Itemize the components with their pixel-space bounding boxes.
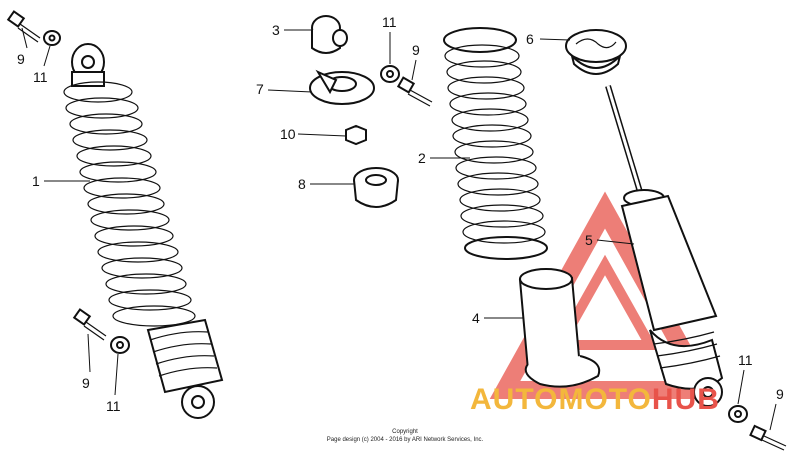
shock-absorber-assembly (63, 43, 224, 419)
callout-6: 6 (526, 31, 534, 47)
callout-9-lower-left: 9 (82, 375, 90, 391)
washer-11-lower-left (110, 336, 130, 354)
watermark-word-automoto: AUTOMOTO (470, 383, 652, 416)
washer-11-top-left (43, 30, 61, 46)
bolt-9-lower-left (72, 308, 107, 341)
callout-9-right: 9 (776, 386, 784, 402)
spring-seat-7 (309, 69, 375, 105)
upper-joint-3 (311, 15, 348, 54)
callout-2: 2 (418, 150, 426, 166)
top-seat-6 (565, 29, 627, 75)
rubber-bushing-8 (353, 167, 399, 208)
bolt-9-top-left (6, 10, 41, 43)
leader-lines (21, 27, 777, 431)
callout-4: 4 (472, 310, 480, 326)
callout-5: 5 (585, 232, 593, 248)
damper-5 (605, 85, 724, 407)
cover-4 (518, 268, 601, 388)
bolt-9-right (749, 424, 787, 451)
callout-11-lower-left: 11 (106, 398, 121, 414)
nut-10 (345, 124, 367, 146)
callout-1: 1 (32, 173, 40, 189)
callout-3: 3 (272, 22, 280, 38)
callout-11-middle: 11 (382, 14, 397, 30)
copyright-text: Page design (c) 2004 - 2016 by ARI Netwo… (326, 437, 484, 443)
bolt-9-middle (396, 76, 433, 107)
washer-11-right (728, 405, 748, 423)
callout-labels: 9 11 1 9 11 3 7 10 8 11 9 2 4 6 5 11 9 (17, 14, 784, 414)
spring-2 (443, 27, 548, 260)
watermark-brand: AUTOMOTOHUB (470, 383, 720, 417)
callout-8: 8 (298, 176, 306, 192)
copyright-title: Copyright (392, 429, 418, 435)
callout-11-right: 11 (738, 352, 753, 368)
callout-9-top-left: 9 (17, 51, 25, 67)
washer-11-middle (380, 65, 400, 83)
callout-9-middle: 9 (412, 42, 420, 58)
callout-11-top-left: 11 (33, 69, 48, 85)
callout-10: 10 (280, 126, 296, 142)
watermark-word-hub: HUB (651, 383, 720, 416)
callout-7: 7 (256, 81, 264, 97)
copyright-notice: Copyright Page design (c) 2004 - 2016 by… (300, 428, 510, 444)
